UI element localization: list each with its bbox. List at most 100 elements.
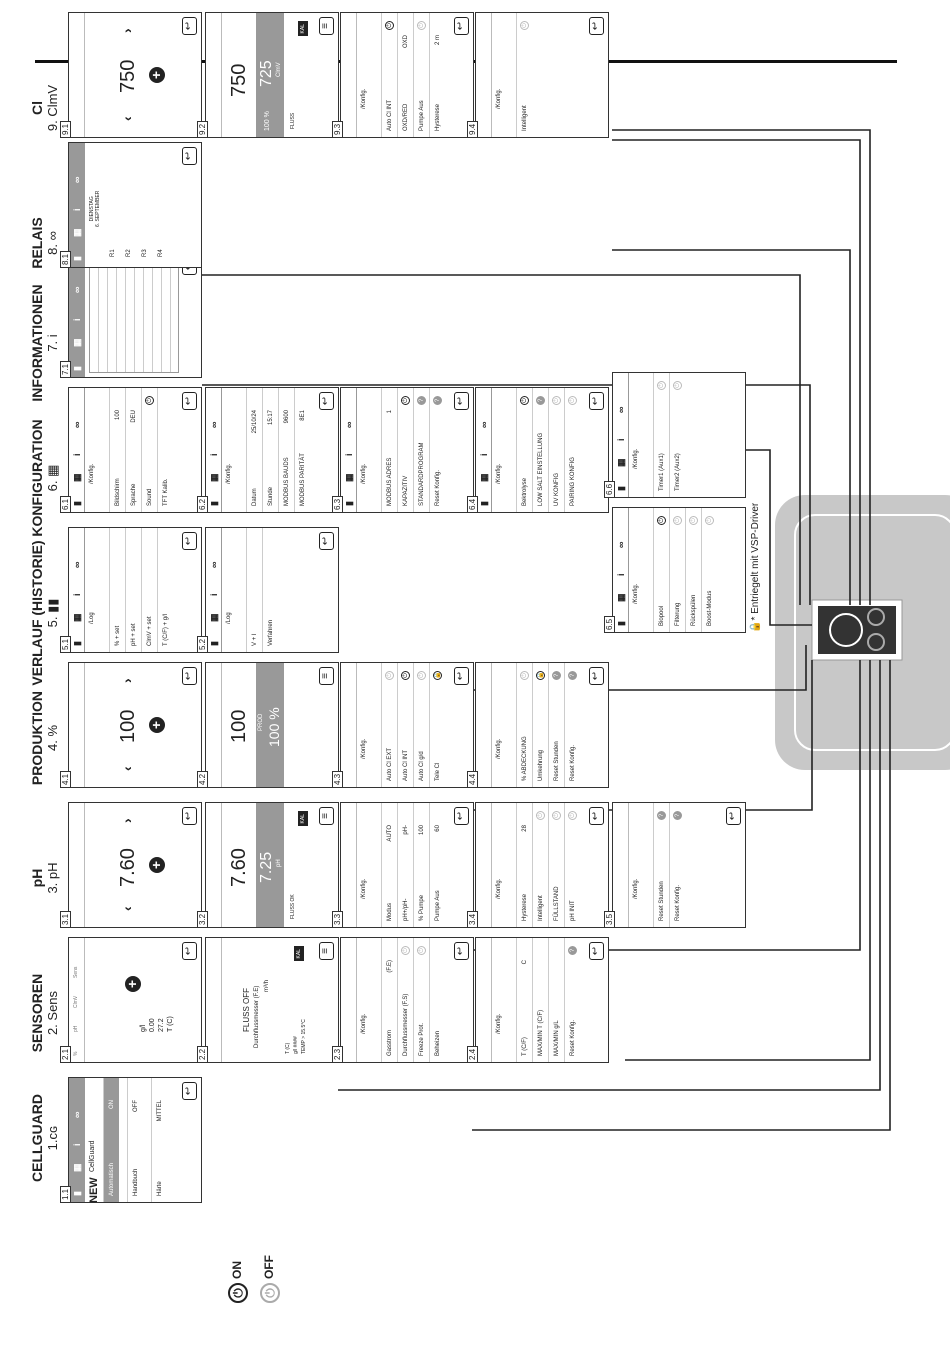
help-icon[interactable]: ?	[568, 671, 577, 680]
menu-button[interactable]: ≡	[319, 667, 334, 685]
ph-mode-row[interactable]: pH+/pH-pH-	[397, 802, 413, 927]
increase-icon[interactable]: ›	[119, 678, 135, 683]
abdeckung-row[interactable]: % ABDECKUNG⏻	[516, 662, 532, 787]
back-button[interactable]: ↩	[182, 17, 197, 35]
back-button[interactable]: ↩	[319, 532, 334, 550]
standardprogram-row[interactable]: STANDARDPROGRAM?	[413, 387, 429, 512]
maxmin-temp-row[interactable]: MAX/MIN T (C/F)	[532, 937, 548, 1062]
power-on-icon[interactable]: ⏻	[657, 516, 666, 525]
back-button[interactable]: ↩	[454, 807, 469, 825]
reset-konfig-row[interactable]: Reset Konfig.?	[564, 662, 580, 787]
increase-icon[interactable]: ›	[119, 28, 135, 33]
power-off-icon[interactable]: ⏻	[568, 811, 577, 820]
intelligent-row[interactable]: Intelligent⏻	[516, 12, 532, 137]
power-off-icon[interactable]: ⏻	[705, 516, 714, 525]
log-row[interactable]: ClmV + set	[141, 527, 157, 652]
power-on-icon[interactable]: ⏻	[401, 396, 410, 405]
menu-button[interactable]: ≡	[319, 942, 334, 960]
lock-icon[interactable]: 🔒	[433, 671, 442, 680]
intelligent-row[interactable]: Intelligent⏻	[532, 802, 548, 927]
help-icon[interactable]: ?	[568, 946, 577, 955]
timer1-row[interactable]: Timer1 (Aux1)⏻	[653, 372, 669, 497]
log-row[interactable]: pH + set	[125, 527, 141, 652]
timer2-row[interactable]: Timer2 (Aux2)⏻	[669, 372, 685, 497]
auto-cl-int-row[interactable]: Auto Cl INT⏻	[397, 662, 413, 787]
tele-cl-row[interactable]: Tele Cl🔒	[429, 662, 445, 787]
back-button[interactable]: ↩	[182, 532, 197, 550]
power-off-icon[interactable]: ⏻	[552, 811, 561, 820]
log-row[interactable]: T (C/F) + g/l	[157, 527, 173, 652]
elektrolyse-row[interactable]: Bektrolyse⏻	[516, 387, 532, 512]
pumpe-aus-row[interactable]: Pumpe Aus⏻	[413, 12, 429, 137]
log-row[interactable]: Verfahren	[262, 527, 278, 652]
reset-stunden-row[interactable]: Reset Stunden?	[653, 802, 669, 927]
help-icon[interactable]: ?	[552, 671, 561, 680]
power-off-icon[interactable]: ⏻	[417, 946, 426, 955]
auto-cl-gd-row[interactable]: Auto Cl g/d⏻	[413, 662, 429, 787]
add-icon[interactable]: +	[148, 67, 165, 83]
uv-konfig-row[interactable]: UV KONFIG⏻	[548, 387, 564, 512]
back-button[interactable]: ↩	[589, 392, 604, 410]
power-on-icon[interactable]: ⏻	[145, 396, 154, 405]
power-off-icon[interactable]: ⏻	[673, 516, 682, 525]
back-button[interactable]: ↩	[454, 392, 469, 410]
help-icon[interactable]: ?	[417, 396, 426, 405]
filterung-row[interactable]: Filterung⏻	[669, 507, 685, 632]
power-off-icon[interactable]: ⏻	[536, 811, 545, 820]
biopool-row[interactable]: Biopool⏻	[653, 507, 669, 632]
back-button[interactable]: ↩	[182, 1082, 197, 1100]
power-off-icon[interactable]: ⏻	[657, 381, 666, 390]
decrease-icon[interactable]: ‹	[119, 906, 135, 911]
help-icon[interactable]: ?	[433, 396, 442, 405]
lock-icon[interactable]: 🔒	[536, 671, 545, 680]
back-button[interactable]: ↩	[182, 942, 197, 960]
add-icon[interactable]: +	[148, 717, 165, 733]
menu-button[interactable]: ≡	[319, 807, 334, 825]
power-off-icon[interactable]: ⏻	[417, 21, 426, 30]
reset-row[interactable]: Reset Konfig.?	[564, 937, 580, 1062]
kapazitiv-row[interactable]: KAPAZITIV⏻	[397, 387, 413, 512]
power-off-icon[interactable]: ⏻	[417, 671, 426, 680]
reset-row[interactable]: Reset Konfig.?	[429, 387, 445, 512]
back-button[interactable]: ↩	[182, 147, 197, 165]
menu-button[interactable]: ≡	[319, 17, 334, 35]
decrease-icon[interactable]: ‹	[119, 766, 135, 771]
kal-button[interactable]: KAL	[298, 21, 308, 37]
power-off-icon[interactable]: ⏻	[385, 671, 394, 680]
power-off-icon[interactable]: ⏻	[568, 396, 577, 405]
temp-unit-row[interactable]: T (C/F)C	[516, 937, 532, 1062]
power-off-icon[interactable]: ⏻	[520, 671, 529, 680]
ph-init-row[interactable]: pH INIT⏻	[564, 802, 580, 927]
umkehrung-row[interactable]: Umkehrung🔒	[532, 662, 548, 787]
add-icon[interactable]: +	[124, 976, 141, 992]
back-button[interactable]: ↩	[182, 807, 197, 825]
help-icon[interactable]: ?	[673, 811, 682, 820]
power-off-icon[interactable]: ⏻	[673, 381, 682, 390]
low-salt-row[interactable]: LOW SALT EINSTELLUNG?	[532, 387, 548, 512]
auto-cl-ext-row[interactable]: Auto Cl EXT⏻	[381, 662, 397, 787]
back-button[interactable]: ↩	[454, 942, 469, 960]
log-row[interactable]: V + I	[246, 527, 262, 652]
help-icon[interactable]: ?	[536, 396, 545, 405]
power-on-icon[interactable]: ⏻	[401, 671, 410, 680]
power-off-icon[interactable]: ⏻	[401, 946, 410, 955]
fuellstand-row[interactable]: FÜLLSTAND⏻	[548, 802, 564, 927]
boost-row[interactable]: Boost-Modus⏻	[701, 507, 717, 632]
increase-icon[interactable]: ›	[119, 818, 135, 823]
power-on-icon[interactable]: ⏻	[520, 396, 529, 405]
pairing-row[interactable]: PAIRING KONFIG⏻	[564, 387, 580, 512]
back-button[interactable]: ↩	[182, 392, 197, 410]
sound-row[interactable]: Sound⏻	[141, 387, 157, 512]
back-button[interactable]: ↩	[589, 17, 604, 35]
back-button[interactable]: ↩	[589, 667, 604, 685]
